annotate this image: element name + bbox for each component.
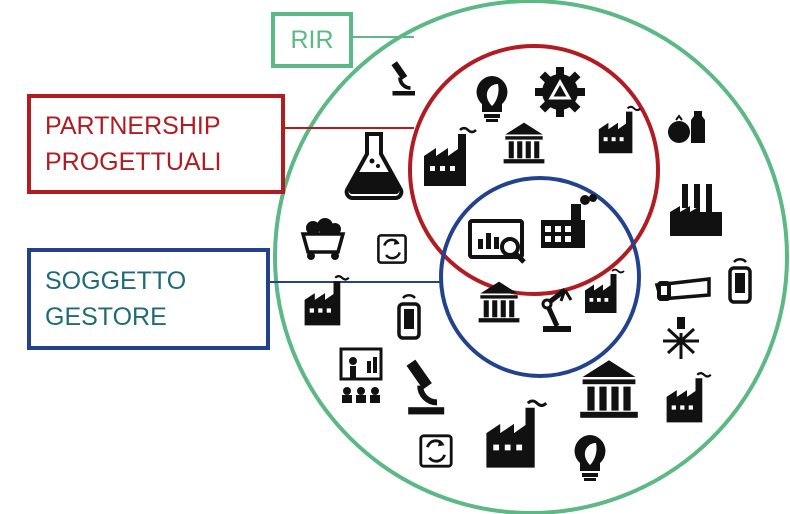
factory-icon [665, 372, 712, 424]
flask-icon [344, 132, 404, 200]
food-products-icon [668, 111, 705, 143]
robot-arm-icon [541, 288, 573, 332]
partnership-label-box: PARTNERSHIP PROGETTUALI [27, 94, 285, 194]
soggetto-label-line-1: SOGGETTO [45, 267, 187, 295]
lightbulb-leaf-icon [476, 76, 508, 122]
power-plant-icon [670, 184, 722, 236]
microscope-icon [407, 360, 445, 415]
rir-circle [273, 0, 789, 514]
smartphone-icon [397, 293, 421, 340]
factory-icon [584, 268, 625, 314]
saw-icon [654, 277, 711, 301]
microscope-icon [389, 59, 417, 98]
lightbulb-leaf-icon [574, 435, 606, 481]
factory-icon [303, 275, 350, 327]
partnership-label-line-1: PARTNERSHIP [45, 112, 221, 140]
analytics-screen-icon [468, 219, 526, 264]
smartphone-icon [728, 257, 752, 304]
government-building-icon [478, 281, 520, 323]
factory-icon [422, 126, 478, 188]
soggetto-label-box: SOGGETTO GESTORE [27, 248, 270, 350]
government-building-icon [503, 122, 545, 164]
government-building-icon [580, 360, 638, 418]
exchange-icon [377, 234, 407, 264]
partnership-label-line-2: PROGETTUALI [45, 148, 222, 176]
industrial-plant-icon [541, 194, 597, 248]
soggetto-label-line-2: GESTORE [45, 303, 167, 331]
soggetto-circle [439, 176, 641, 378]
rir-label: RIR [290, 26, 334, 54]
presentation-icon [339, 347, 383, 403]
rir-label-box: RIR [271, 12, 353, 68]
recycle-gear-icon [535, 67, 585, 117]
factory-icon [597, 105, 642, 155]
mine-cart-icon [300, 218, 346, 260]
exchange-icon [419, 434, 453, 468]
laser-icon [663, 317, 699, 359]
partnership-circle [408, 44, 660, 296]
factory-icon [484, 399, 548, 470]
